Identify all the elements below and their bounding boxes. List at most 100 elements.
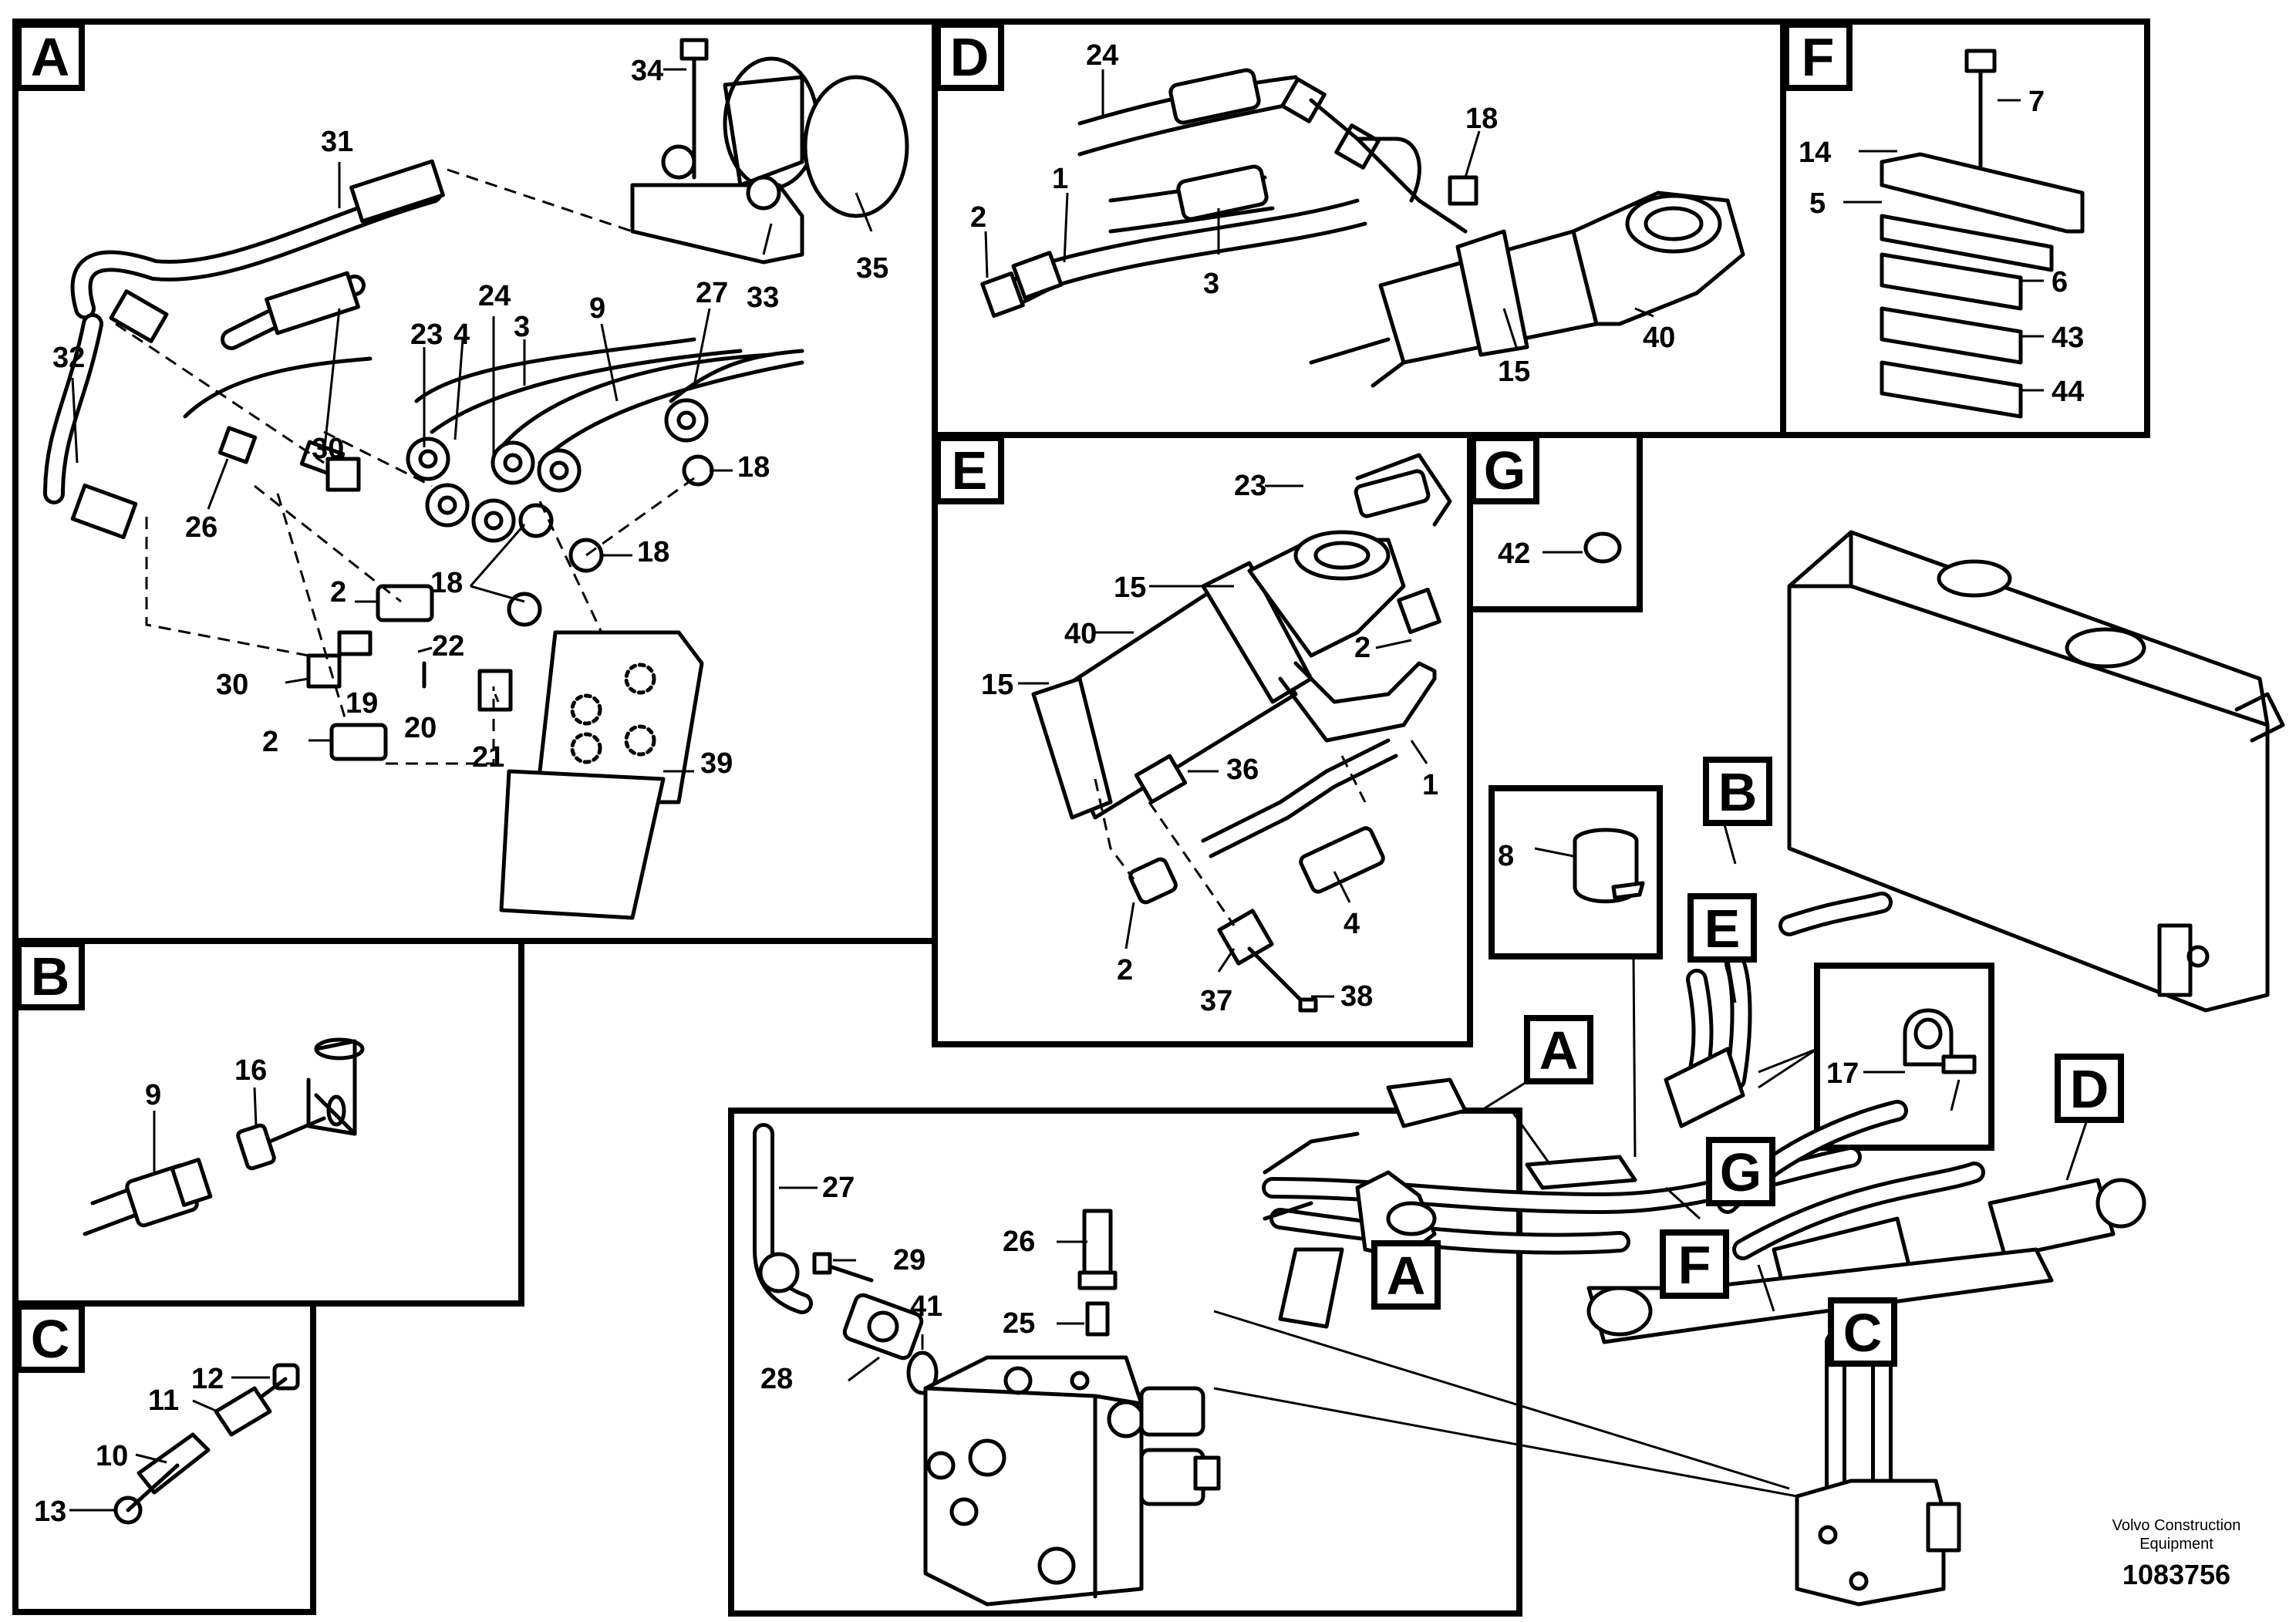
- callout-20: 20: [404, 712, 437, 744]
- overview-tag-b: B: [1703, 757, 1772, 826]
- callout-39: 39: [700, 747, 733, 780]
- callout-28: 28: [760, 1363, 793, 1395]
- callout-27: 27: [696, 277, 728, 309]
- callout-42: 42: [1498, 538, 1530, 570]
- callout-41: 41: [910, 1290, 942, 1323]
- callout-18c: 18: [430, 567, 463, 599]
- valve-overview: [1795, 1479, 1946, 1607]
- callout-2b: 2: [262, 726, 278, 758]
- overview-tag-a-upper: A: [1524, 1015, 1593, 1084]
- brand-line-2: Equipment: [2139, 1536, 2213, 1553]
- steering-unit-39: [499, 630, 704, 920]
- nut-18-d: [1448, 175, 1478, 206]
- overview-drawing: [1213, 530, 2285, 1607]
- callout-24-d: 24: [1086, 39, 1118, 72]
- fitting-19: [337, 630, 373, 656]
- callout-4: 4: [453, 319, 470, 351]
- panel-b-tag: B: [15, 941, 85, 1010]
- panel-b-drawing: 9 16: [83, 1037, 365, 1236]
- callout-26-v: 26: [1003, 1226, 1035, 1258]
- callout-4-e: 4: [1344, 908, 1360, 940]
- overview-tag-d: D: [2055, 1054, 2124, 1123]
- callout-15-e-lower: 15: [981, 669, 1013, 701]
- o-ring-42: [1583, 531, 1622, 564]
- panel-a-letter: A: [31, 27, 70, 87]
- panel-c-letter: C: [31, 1309, 70, 1369]
- plate-14: [1880, 152, 2085, 234]
- callout-27-v: 27: [822, 1172, 855, 1204]
- callout-30a: 30: [312, 433, 344, 465]
- nut-11: [214, 1386, 272, 1437]
- overview-letter-c: C: [1843, 1303, 1883, 1363]
- callout-13: 13: [34, 1496, 66, 1528]
- adapter-2-upper: [376, 584, 434, 622]
- callout-40-e: 40: [1064, 618, 1097, 650]
- callout-11: 11: [148, 1384, 179, 1417]
- callout-5: 5: [1809, 187, 1826, 220]
- callout-37: 37: [1200, 985, 1232, 1017]
- accumulator-35-front: [803, 75, 909, 218]
- adapter-25: [1085, 1301, 1110, 1337]
- elbow-2-e-upper: [1397, 587, 1441, 635]
- callout-35: 35: [856, 252, 888, 285]
- panel-g-tag: G: [1470, 435, 1539, 504]
- overview-letter-d: D: [2070, 1059, 2109, 1119]
- callout-26: 26: [185, 511, 217, 544]
- callout-30b: 30: [216, 669, 248, 701]
- clamp-half-6: [1880, 252, 2023, 311]
- panel-e-drawing: 23 15 40 15 2 1 36 4 2 37 38: [981, 453, 1452, 1017]
- hose-26: [1082, 1209, 1113, 1283]
- callout-8: 8: [1498, 840, 1514, 872]
- callout-40-d: 40: [1643, 322, 1675, 354]
- callout-38: 38: [1340, 980, 1373, 1013]
- panel-g-drawing: 42: [1498, 531, 1622, 570]
- panel-d-drawing: 24 1 2 3 18 15 40: [970, 39, 1745, 388]
- callout-9: 9: [589, 292, 605, 325]
- callout-34: 34: [631, 55, 663, 87]
- brand-line-1: Volvo Construction: [2112, 1517, 2241, 1534]
- callout-33: 33: [747, 282, 779, 314]
- tank: [1787, 530, 2270, 1013]
- overview-letter-a-lower: A: [1387, 1246, 1426, 1306]
- fitting-21: [477, 669, 513, 712]
- plate-5: [1880, 214, 2054, 272]
- callout-21: 21: [472, 741, 504, 774]
- flange-seal: [758, 1252, 800, 1293]
- panel-e-tag: E: [935, 435, 1004, 504]
- panel-d-letter: D: [950, 27, 990, 87]
- callout-16: 16: [234, 1054, 267, 1087]
- callout-23-e: 23: [1234, 470, 1266, 502]
- overview-letter-g: G: [1720, 1142, 1762, 1202]
- flange-28: [842, 1293, 924, 1361]
- panel-d-tag: D: [935, 22, 1004, 91]
- callout-25: 25: [1003, 1307, 1035, 1340]
- panel-g-letter: G: [1484, 440, 1526, 501]
- callout-15-e-upper: 15: [1114, 572, 1146, 604]
- callout-1-e: 1: [1422, 769, 1438, 801]
- callout-2-d: 2: [970, 201, 986, 234]
- callout-6: 6: [2052, 266, 2068, 298]
- overview-tag-f: F: [1660, 1229, 1729, 1299]
- callout-2a: 2: [330, 576, 346, 609]
- overview-tag-e: E: [1687, 893, 1757, 963]
- callout-1-d: 1: [1052, 163, 1068, 195]
- panel-b-frame: [12, 938, 524, 1307]
- panel-f-tag: F: [1783, 22, 1853, 91]
- adapter-2-lower: [329, 723, 388, 761]
- overview-tag-g: G: [1706, 1137, 1775, 1206]
- callout-23: 23: [410, 319, 443, 351]
- bracket-36: [1134, 754, 1188, 804]
- callout-9-b: 9: [145, 1079, 161, 1111]
- overview-letter-e: E: [1704, 899, 1741, 959]
- footer: Volvo Construction Equipment 1083756: [2112, 1517, 2241, 1590]
- o-ring-41: [906, 1351, 939, 1395]
- callout-18-d: 18: [1465, 103, 1498, 135]
- callout-2-e-lower: 2: [1117, 954, 1133, 986]
- callout-18b: 18: [637, 536, 669, 568]
- panel-c-drawing: 12 11 10 13: [34, 1363, 300, 1528]
- overview-letter-f: F: [1678, 1235, 1711, 1295]
- clamp-17-detail: 17: [1826, 1008, 1977, 1090]
- steering-unit-overview: [1278, 1247, 1344, 1329]
- callout-43: 43: [2052, 322, 2084, 354]
